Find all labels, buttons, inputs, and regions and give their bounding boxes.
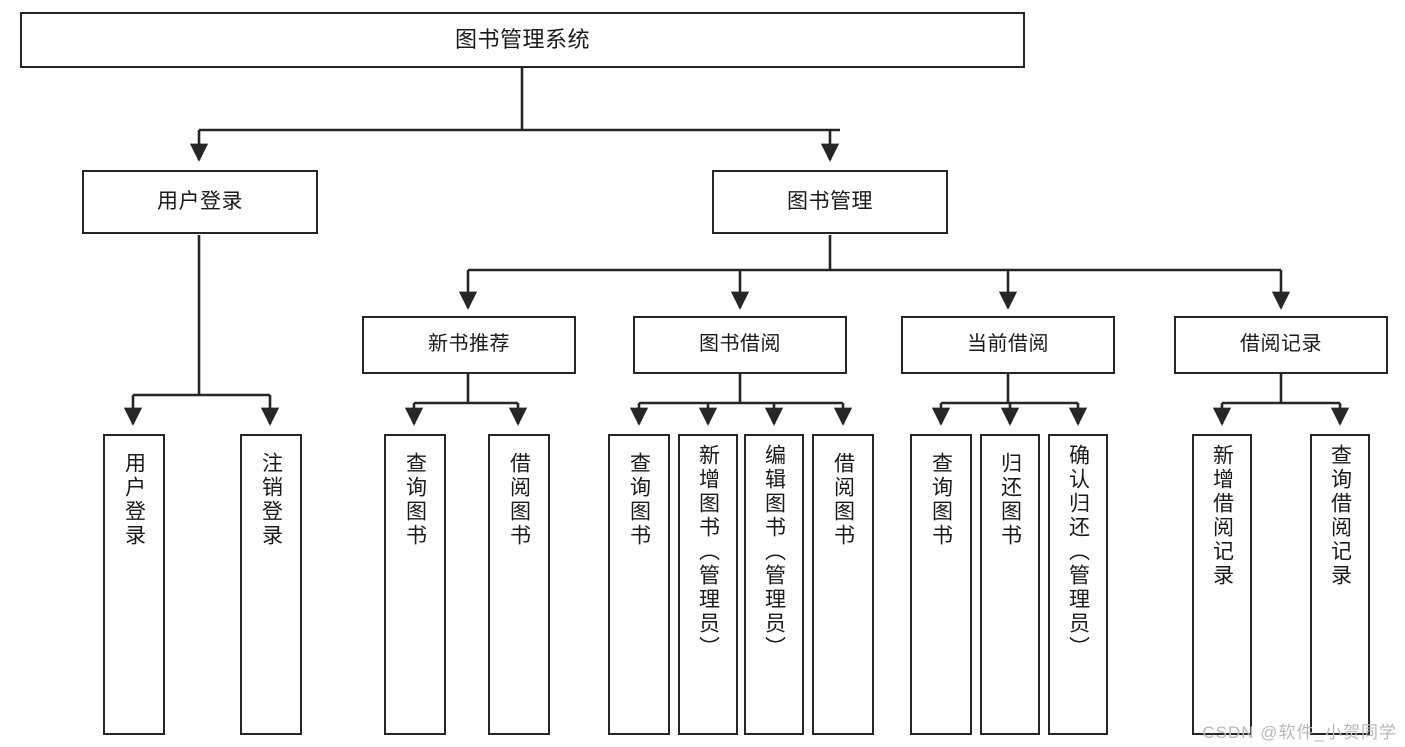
node-book-management[interactable]: 图书管理 (712, 170, 948, 234)
leaf-label: 注销登录 (259, 452, 283, 548)
leaf-borrow-record-add[interactable]: 新增借阅记录 (1192, 434, 1252, 735)
leaf-current-borrow-return[interactable]: 归还图书 (980, 434, 1040, 735)
node-new-book-recommend-label: 新书推荐 (428, 333, 510, 356)
node-borrow-record-label: 借阅记录 (1240, 333, 1322, 356)
leaf-book-borrow-edit-admin[interactable]: 编辑图书（管理员） (744, 434, 804, 735)
node-current-borrow[interactable]: 当前借阅 (901, 316, 1115, 374)
node-book-borrow-label: 图书借阅 (699, 333, 781, 356)
leaf-user-login-logout[interactable]: 注销登录 (240, 434, 302, 735)
leaf-new-book-borrow[interactable]: 借阅图书 (488, 434, 550, 735)
leaf-label: 归还图书 (998, 452, 1022, 548)
node-book-borrow[interactable]: 图书借阅 (633, 316, 847, 374)
leaf-label: 查询图书 (929, 452, 953, 548)
leaf-borrow-record-query[interactable]: 查询借阅记录 (1310, 434, 1370, 735)
leaf-current-borrow-confirm-admin[interactable]: 确认归还（管理员） (1048, 434, 1108, 735)
leaf-book-borrow-query[interactable]: 查询图书 (608, 434, 670, 735)
leaf-label: 借阅图书 (507, 452, 531, 548)
node-root-book-management-system[interactable]: 图书管理系统 (20, 12, 1025, 68)
leaf-label: 借阅图书 (831, 452, 855, 548)
leaf-user-login-login[interactable]: 用户登录 (103, 434, 165, 735)
node-borrow-record[interactable]: 借阅记录 (1174, 316, 1388, 374)
node-book-management-label: 图书管理 (787, 189, 873, 213)
leaf-label: 查询图书 (627, 452, 651, 548)
node-root-label: 图书管理系统 (454, 27, 590, 53)
leaf-current-borrow-query[interactable]: 查询图书 (910, 434, 972, 735)
leaf-label: 新增图书（管理员） (696, 444, 720, 660)
node-new-book-recommend[interactable]: 新书推荐 (362, 316, 576, 374)
leaf-label: 用户登录 (122, 452, 146, 548)
leaf-label: 确认归还（管理员） (1066, 444, 1090, 660)
leaf-new-book-query[interactable]: 查询图书 (384, 434, 446, 735)
node-user-login[interactable]: 用户登录 (82, 170, 318, 234)
node-user-login-label: 用户登录 (157, 189, 243, 213)
leaf-label: 查询借阅记录 (1328, 444, 1352, 588)
leaf-book-borrow-add-admin[interactable]: 新增图书（管理员） (678, 434, 738, 735)
leaf-book-borrow-borrow[interactable]: 借阅图书 (812, 434, 874, 735)
leaf-label: 新增借阅记录 (1210, 444, 1234, 588)
node-current-borrow-label: 当前借阅 (967, 333, 1049, 356)
watermark-text: CSDN @软件_小贺同学 (1202, 723, 1397, 742)
leaf-label: 编辑图书（管理员） (762, 444, 786, 660)
leaf-label: 查询图书 (403, 452, 427, 548)
